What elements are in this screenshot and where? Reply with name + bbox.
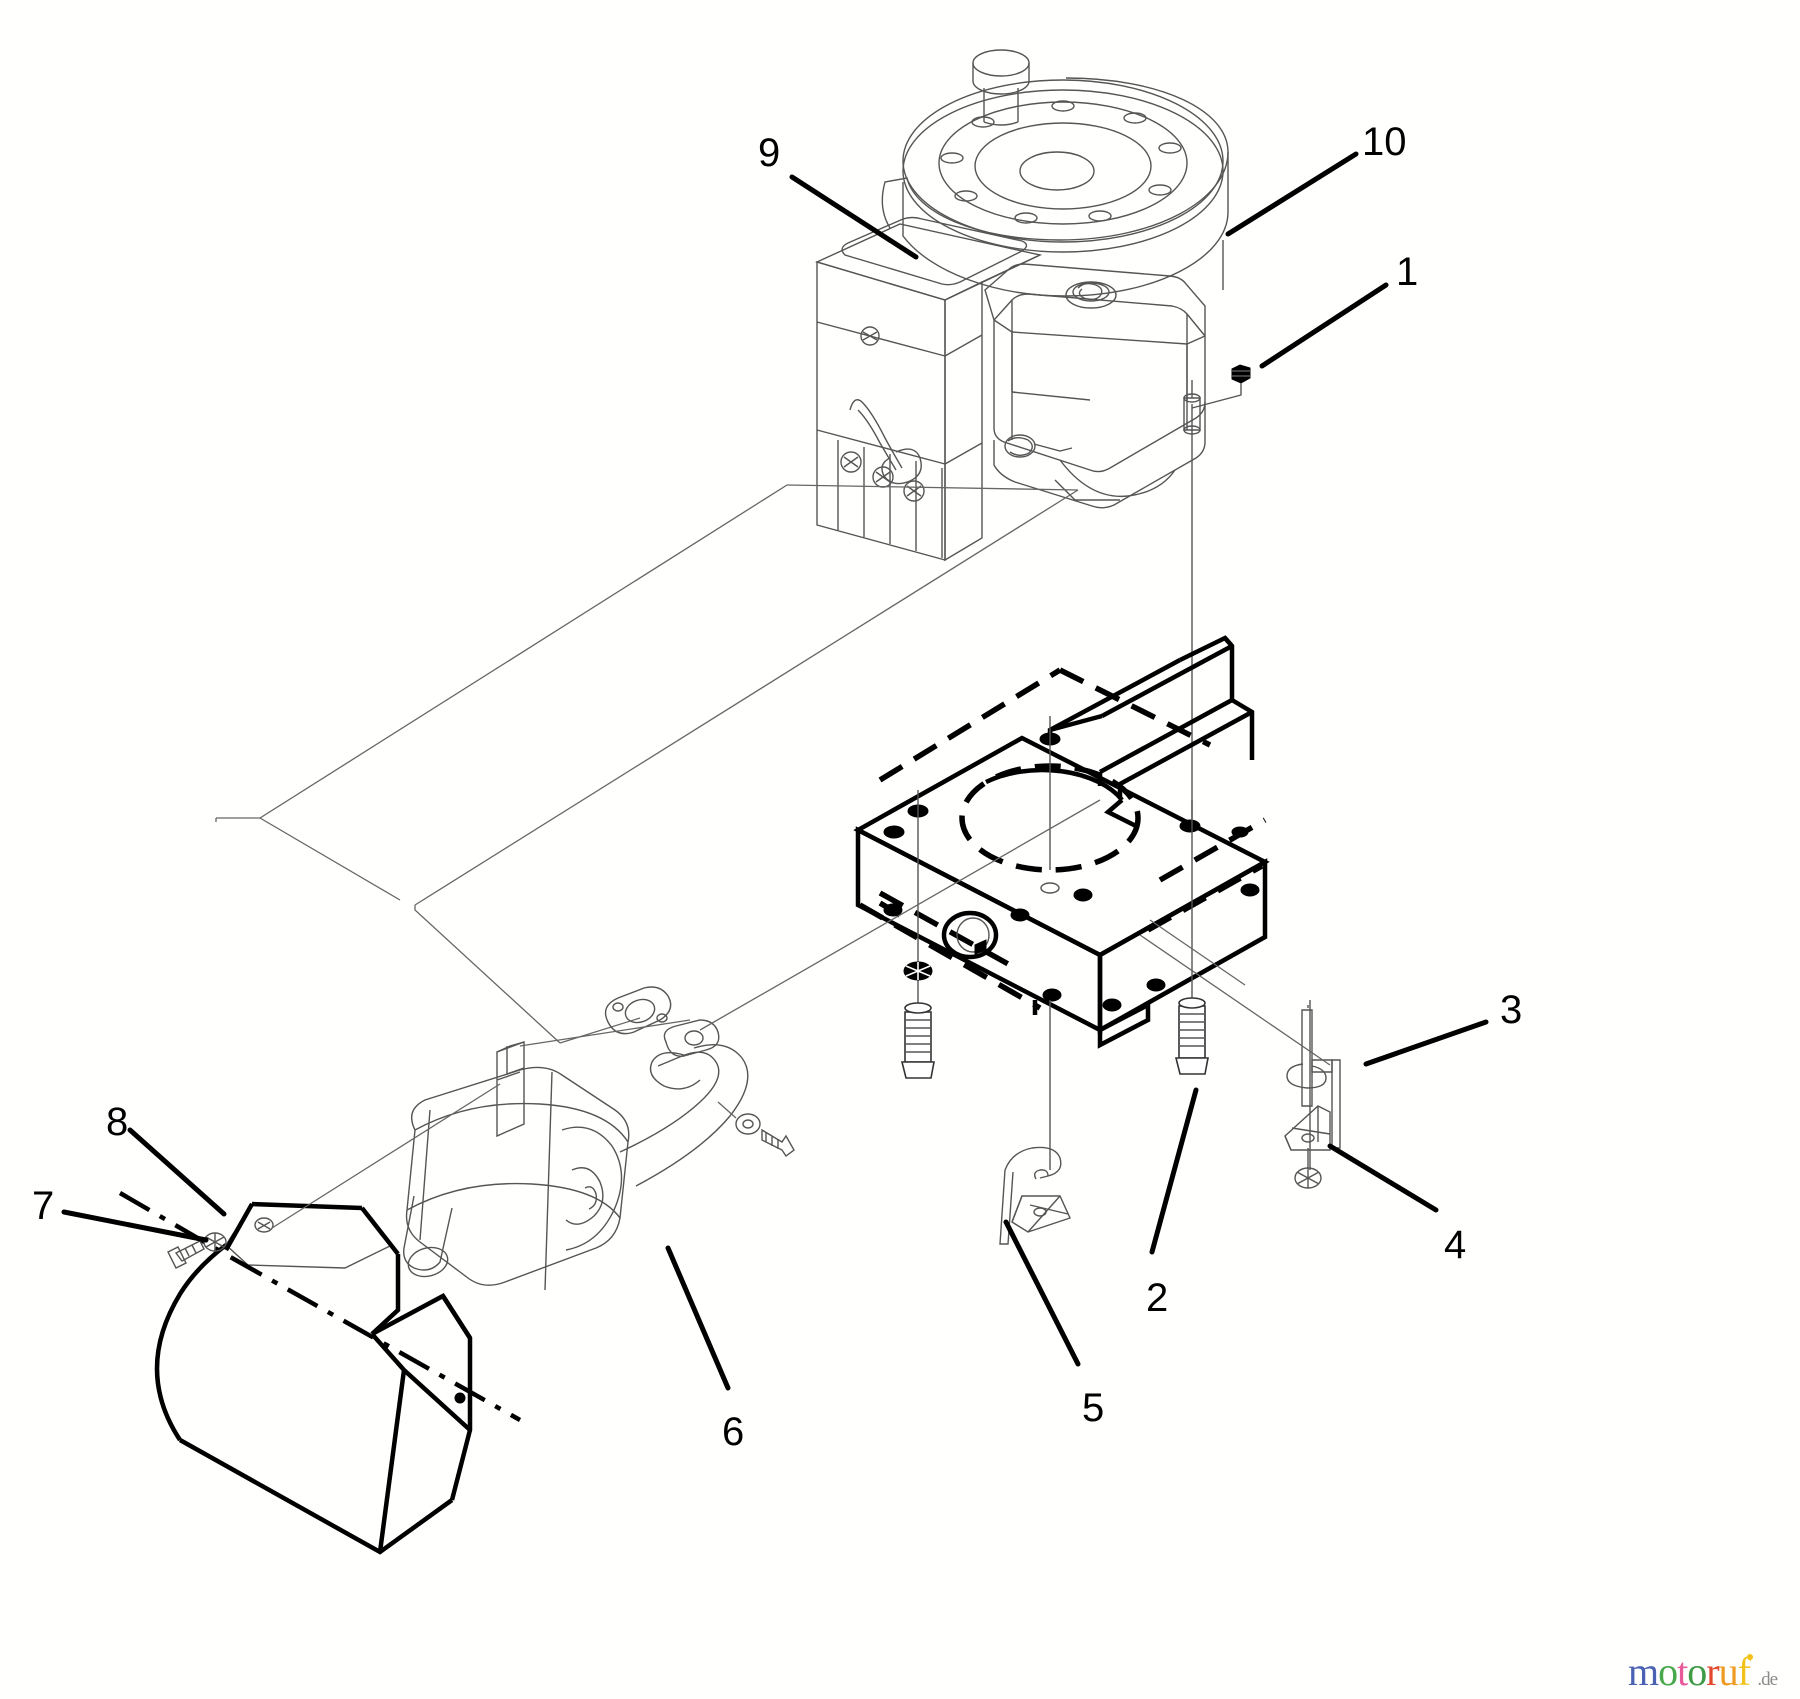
muffler-clamp-screw xyxy=(717,1101,795,1158)
callout-label-6: 6 xyxy=(722,1410,745,1454)
watermark-letter-r: r xyxy=(1706,1649,1719,1694)
side-grommet-hole xyxy=(941,910,999,960)
motoruf-watermark: motoruf●.de xyxy=(1628,1648,1778,1695)
engine-assembly-group xyxy=(815,49,1251,830)
engine-mount-plate xyxy=(853,635,1311,1170)
watermark-letter-u: u xyxy=(1718,1649,1739,1694)
carriage-bolt xyxy=(1174,997,1209,1075)
plate-mounting-holes xyxy=(883,732,1260,1012)
plate-lock-washer xyxy=(903,961,933,981)
watermark-letter-m: m xyxy=(1628,1649,1659,1694)
heat-shield-screw xyxy=(167,1240,205,1269)
exhaust-elbow-flange xyxy=(663,1019,720,1057)
engine-fuel-tank xyxy=(984,263,1206,509)
callout-leader-lines xyxy=(61,151,1489,1391)
plate-hex-bolt-left xyxy=(900,1002,935,1079)
muffler-heat-shield xyxy=(118,1083,522,1555)
watermark-letter-f: f xyxy=(1737,1649,1751,1694)
watermark-letter-o2: o xyxy=(1687,1649,1707,1694)
engine-flywheel-housing xyxy=(881,77,1229,297)
engine-ground-clip xyxy=(999,1146,1071,1245)
oil-fill-cap xyxy=(972,49,1030,126)
projection-lines xyxy=(215,484,1079,1044)
control-bracket-nut xyxy=(1294,1167,1322,1189)
watermark-dot-icon: ● xyxy=(1745,1649,1755,1665)
callout-label-7: 7 xyxy=(32,1184,55,1228)
throttle-control-rod xyxy=(1286,1005,1341,1149)
engine-mounting-nut xyxy=(1191,364,1251,409)
callout-label-3: 3 xyxy=(1500,988,1523,1032)
control-bracket xyxy=(1284,1105,1331,1151)
callout-label-10: 10 xyxy=(1362,120,1407,164)
engine-shroud-panel xyxy=(815,216,1043,562)
watermark-tld: .de xyxy=(1757,1669,1778,1690)
fuel-cap xyxy=(1065,281,1117,309)
callout-label-5: 5 xyxy=(1082,1386,1105,1430)
callout-label-4: 4 xyxy=(1444,1223,1467,1267)
callout-label-8: 8 xyxy=(106,1100,129,1144)
watermark-letter-t: t xyxy=(1677,1649,1688,1694)
callout-label-2: 2 xyxy=(1146,1276,1169,1320)
watermark-letter-o1: o xyxy=(1658,1649,1678,1694)
callout-label-1: 1 xyxy=(1396,250,1419,294)
muffler-assembly xyxy=(403,799,1101,1291)
exhaust-gasket xyxy=(604,986,672,1035)
callout-label-9: 9 xyxy=(758,131,781,175)
